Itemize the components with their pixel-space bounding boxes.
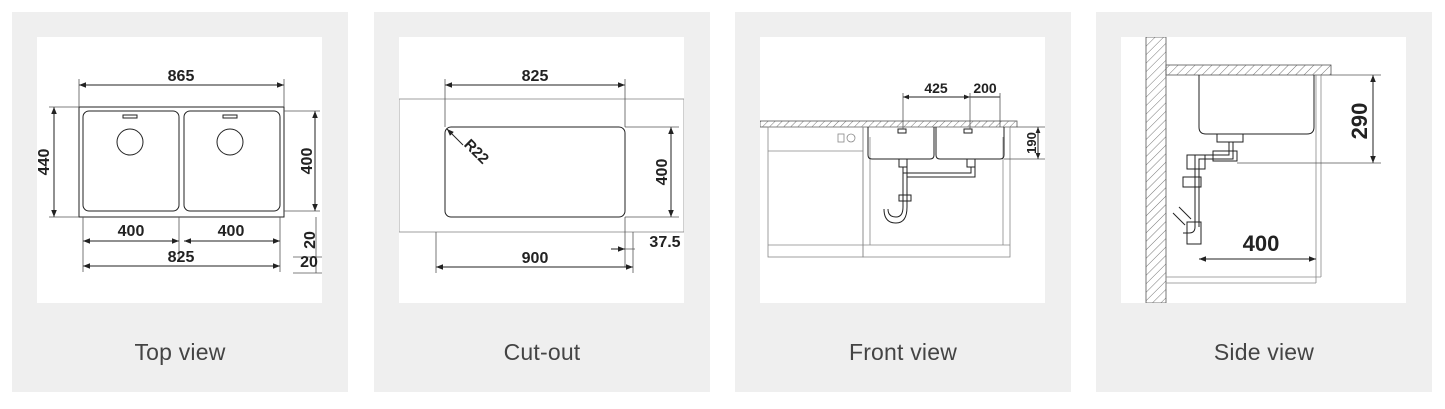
dim-side-depth: 290 [1347,103,1372,140]
side-view-caption: Side view [1213,339,1315,365]
cutout-caption: Cut-out [503,339,581,365]
sink-bowl [1198,75,1315,135]
bowl-left [867,127,935,160]
dim-overall-depth: 440 [37,149,53,176]
dim-cutout-bottom: 900 [522,250,549,267]
dim-offset-b: 20 [300,254,318,271]
side-view-card: 290 400 Side view [1096,12,1432,392]
dim-offset-a: 20 [302,231,319,249]
top-view-drawing: 865 440 400 400 400 825 [37,37,322,303]
dim-drain-right: 200 [973,80,997,96]
dim-overall-width: 865 [168,68,195,85]
wall [1145,37,1167,303]
cutout-outline [444,126,626,218]
dim-bowl-left: 400 [118,223,145,240]
cutout-drawing: 825 R22 400 37.5 900 [399,37,684,303]
side-view-drawing: 290 400 [1121,37,1406,303]
dim-radius: R22 [460,136,491,167]
bowl-left [82,110,180,212]
dim-bowl-right: 400 [218,223,245,240]
bowl-right [935,127,1005,160]
dishwasher-cabinet [767,126,864,258]
dim-bowl-depth: 400 [299,148,316,175]
side-view-svg: 290 400 [1145,37,1381,303]
dim-cutout-offset: 37.5 [649,234,680,251]
countertop-outline [399,98,684,233]
dim-cutout-width: 825 [522,68,549,85]
dim-cutout-depth: 400 [654,159,671,186]
front-view-card: 425 200 190 Front view [735,12,1071,392]
front-view-drawing: 425 200 190 [760,37,1045,303]
sink-outline [78,106,285,218]
dim-drain-offset: 400 [1243,231,1280,256]
worktop [760,120,1018,128]
cutout-card: 825 R22 400 37.5 900 Cut-out [374,12,710,392]
drain-left-icon [116,128,144,156]
top-view-svg: 865 440 400 400 400 825 [37,68,322,274]
drain-right-icon [216,128,244,156]
cutout-svg: 825 R22 400 37.5 900 [399,68,684,273]
front-view-caption: Front view [848,339,958,365]
bowl-right [183,110,281,212]
front-view-svg: 425 200 190 [760,80,1045,258]
worktop [1165,64,1332,76]
dim-height: 190 [1024,132,1039,154]
top-view-caption: Top view [134,339,226,365]
dim-inner-width: 825 [168,249,195,266]
dim-drain-left: 425 [924,80,948,96]
top-view-card: 865 440 400 400 400 825 [12,12,348,392]
